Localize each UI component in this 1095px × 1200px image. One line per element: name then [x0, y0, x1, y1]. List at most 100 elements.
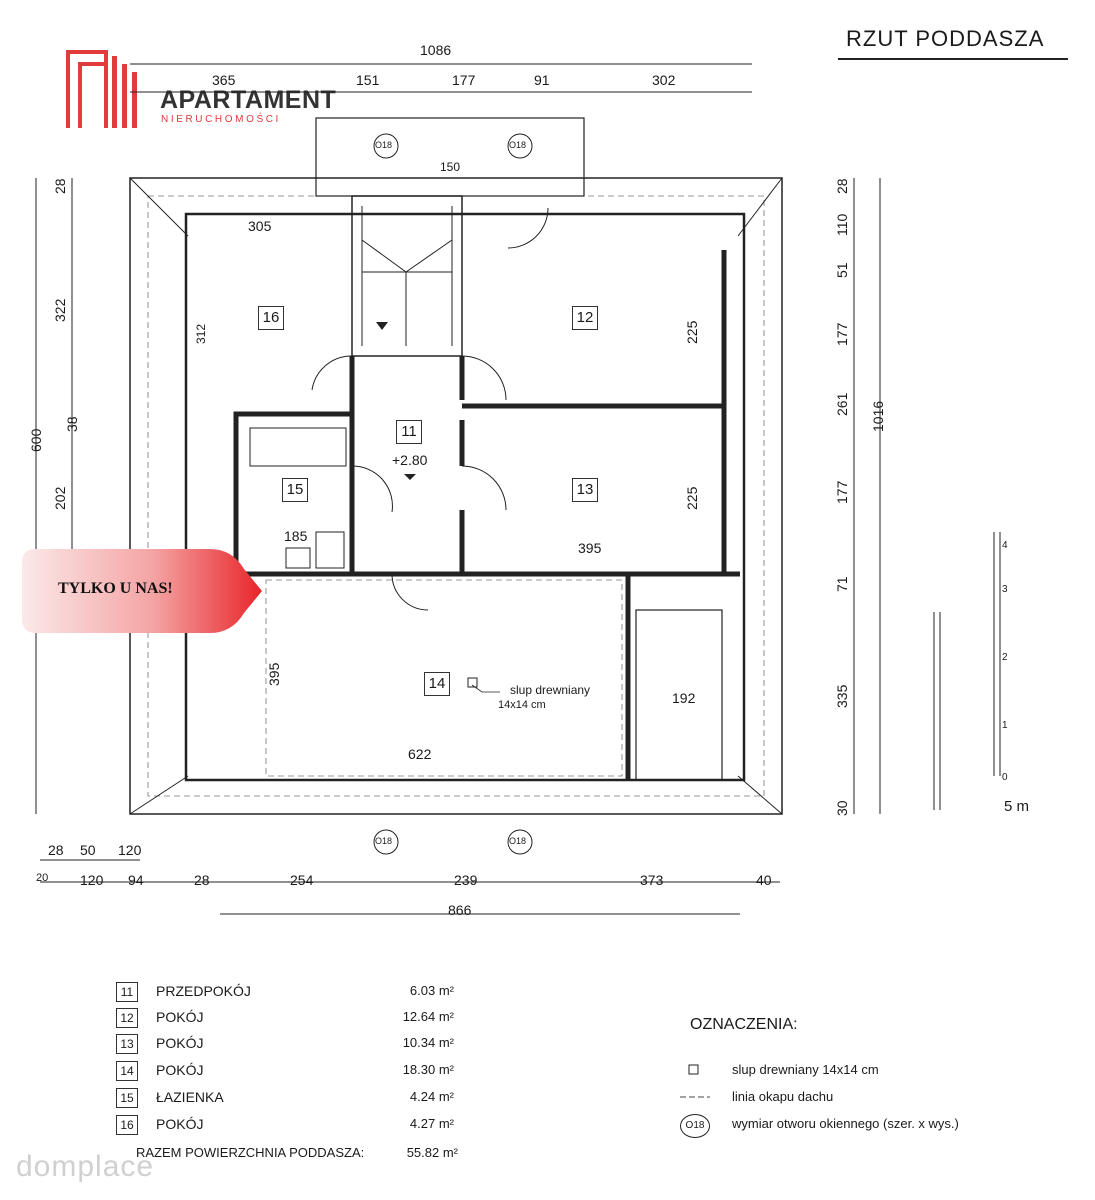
room-name: POKÓJ [156, 1009, 204, 1025]
window-circle-icon: O18 [680, 1114, 710, 1138]
dim-room15-width: 185 [284, 528, 308, 544]
room-area: 4.24 m² [409, 1089, 454, 1104]
room-no: 11 [116, 982, 138, 1002]
dim-bottom-b0: 20 [36, 872, 49, 884]
room-no: 14 [116, 1061, 138, 1081]
dim-left-total: 600 [28, 428, 44, 452]
dim-bottom-a2: 50 [80, 842, 96, 858]
room-name: PRZEDPOKÓJ [156, 983, 251, 999]
scale-tick-2: 2 [1002, 652, 1008, 663]
room-area: 4.27 m² [409, 1116, 454, 1131]
dim-right-7: 71 [834, 576, 850, 592]
promo-badge [22, 549, 262, 633]
logo-mark-icon [66, 50, 137, 128]
legend-item-window: wymiar otworu okiennego (szer. x wys.) [732, 1116, 959, 1131]
dim-room12-height: 225 [684, 320, 700, 344]
dim-left-4: 202 [52, 486, 68, 510]
room-area: 18.30 m² [402, 1062, 454, 1077]
dim-room14-height: 395 [266, 662, 282, 686]
legend-item-eaves: linia okapu dachu [732, 1089, 834, 1104]
dim-right-1: 28 [834, 178, 850, 194]
dim-top-overall: 1086 [420, 42, 452, 58]
drawing-title: RZUT PODDASZA [846, 26, 1045, 51]
dim-room14-width: 622 [408, 746, 432, 762]
square-icon [688, 1064, 699, 1075]
legend-title: OZNACZENIA: [690, 1016, 798, 1033]
dim-bottom-b4: 254 [290, 872, 314, 888]
room-no: 16 [116, 1115, 138, 1135]
room-area: 6.03 m² [409, 983, 454, 998]
room-area: 12.64 m² [402, 1009, 454, 1024]
dim-left-2: 322 [52, 298, 68, 322]
table-row: 15 ŁAZIENKA 4.24 m² [116, 1088, 466, 1108]
room-name: POKÓJ [156, 1062, 204, 1078]
elevation-mark: +2.80 [392, 452, 428, 468]
scale-tick-0: 0 [1002, 772, 1008, 783]
dim-bottom-b2: 94 [128, 872, 144, 888]
scale-tick-4: 4 [1002, 540, 1008, 551]
scale-tick-1: 1 [1002, 720, 1008, 731]
room-area: 10.34 m² [402, 1035, 454, 1050]
legend-item-post: slup drewniany 14x14 cm [732, 1062, 879, 1077]
dim-bottom-b1: 120 [80, 872, 104, 888]
dim-bottom-total: 866 [448, 902, 472, 918]
window-label-3: O18 [375, 836, 393, 846]
room-label-16: 16 [258, 306, 284, 330]
table-row: 12 POKÓJ 12.64 m² [116, 1008, 466, 1028]
room-no: 13 [116, 1034, 138, 1054]
watermark: domplace [16, 1150, 155, 1183]
window-label-1: O18 [375, 140, 393, 150]
dim-right-2: 110 [834, 213, 850, 236]
room-label-11: 11 [396, 420, 422, 444]
dim-right-9: 30 [834, 800, 850, 816]
dim-right-total: 1016 [870, 400, 886, 432]
room-label-13: 13 [572, 478, 598, 502]
dim-top-5: 302 [652, 72, 676, 88]
dim-side-room: 192 [672, 690, 696, 706]
dim-top-4: 91 [534, 72, 550, 88]
floor-plan [35, 63, 1001, 915]
dim-right-8: 335 [834, 684, 850, 708]
dim-balcony: 150 [440, 160, 461, 174]
dim-top-3: 177 [452, 72, 476, 88]
dim-right-4: 177 [834, 322, 850, 346]
title-underline [838, 58, 1068, 60]
dim-top-2: 151 [356, 72, 380, 88]
room-label-14: 14 [424, 672, 450, 696]
logo-subtitle: NIERUCHOMOŚCI [161, 114, 281, 125]
dim-bottom-a3: 120 [118, 842, 142, 858]
logo-name: APARTAMENT [160, 86, 337, 114]
room-name: ŁAZIENKA [156, 1089, 224, 1105]
promo-badge-label: TYLKO U NAS! [58, 580, 173, 597]
dim-left-3: 38 [64, 416, 80, 432]
dim-top-1: 365 [212, 72, 236, 88]
dim-left-1: 28 [52, 178, 68, 194]
legend-symbols [680, 1064, 710, 1098]
dim-bottom-a1: 28 [48, 842, 64, 858]
post-size: 14x14 cm [498, 699, 546, 711]
dim-bottom-b6: 373 [640, 872, 664, 888]
room-name: POKÓJ [156, 1035, 204, 1051]
room-no: 12 [116, 1008, 138, 1028]
scale-label: 5 m [1004, 798, 1030, 815]
total-area: 55.82 m² [406, 1145, 458, 1160]
table-row: 13 POKÓJ 10.34 m² [116, 1034, 466, 1054]
dim-right-5: 261 [834, 392, 850, 416]
window-label-4: O18 [509, 836, 527, 846]
window-label-2: O18 [509, 140, 527, 150]
dim-bottom-b3: 28 [194, 872, 210, 888]
dim-right-6: 177 [834, 480, 850, 504]
scale-tick-3: 3 [1002, 584, 1008, 595]
room-label-12: 12 [572, 306, 598, 330]
dim-room16-height: 312 [194, 323, 208, 344]
table-row: 14 POKÓJ 18.30 m² [116, 1061, 466, 1081]
dim-bottom-b5: 239 [454, 872, 478, 888]
table-row: 16 POKÓJ 4.27 m² [116, 1115, 466, 1135]
room-no: 15 [116, 1088, 138, 1108]
dim-room13-width: 395 [578, 540, 602, 556]
dim-room16-width: 305 [248, 218, 272, 234]
total-label: RAZEM POWIERZCHNIA PODDASZA: [136, 1145, 365, 1160]
room-name: POKÓJ [156, 1116, 204, 1132]
dim-room13-height: 225 [684, 486, 700, 510]
dim-right-3: 51 [834, 262, 850, 278]
